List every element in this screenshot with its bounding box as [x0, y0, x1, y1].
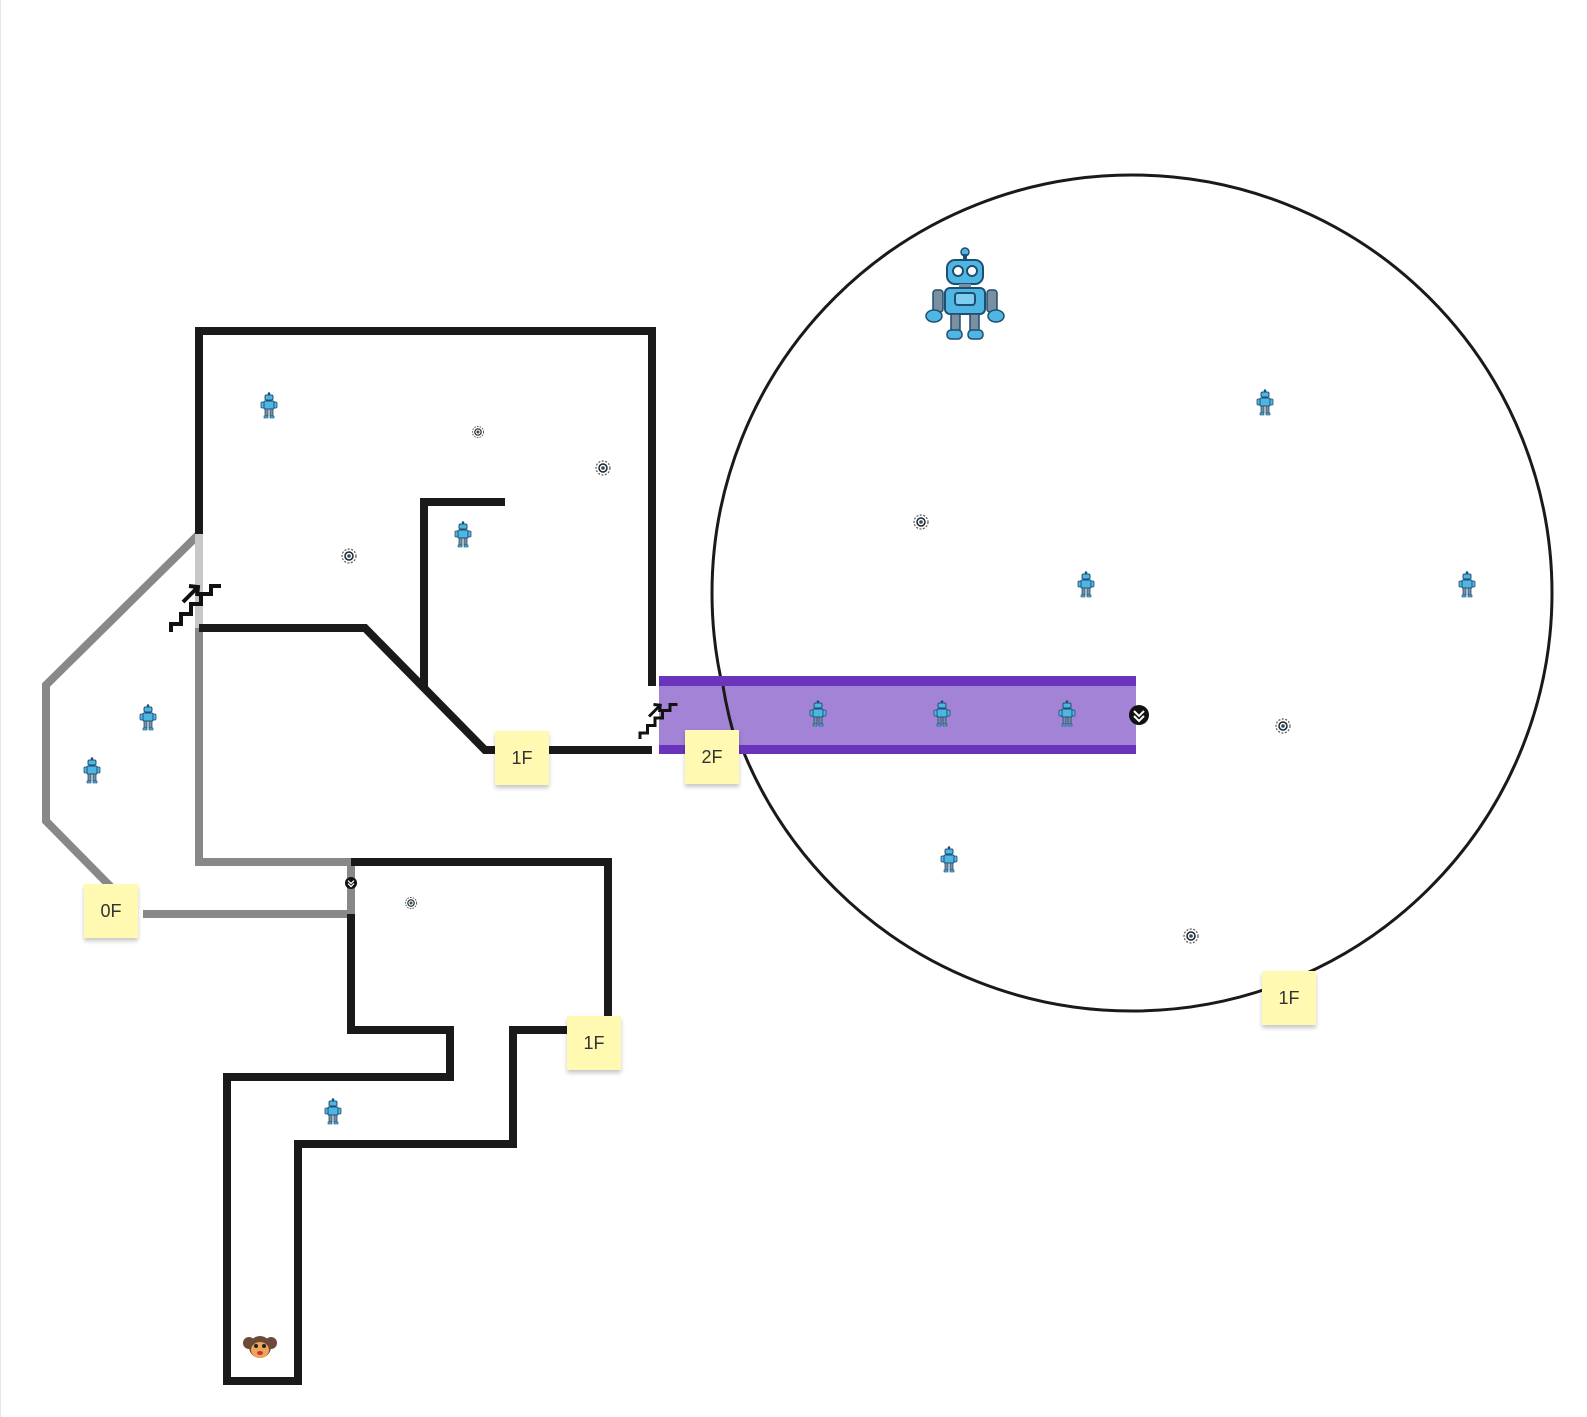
floor-sticky-note[interactable]: 1F [495, 731, 549, 785]
floor-sticky-note[interactable]: 2F [685, 730, 739, 784]
door-chevron-down-icon[interactable] [344, 876, 358, 890]
robot-icon[interactable] [1077, 570, 1095, 598]
robot-icon[interactable] [925, 247, 1005, 340]
robot-icon[interactable] [1458, 570, 1476, 598]
robot-icon[interactable] [324, 1097, 342, 1125]
monkey-face-icon[interactable] [243, 1336, 277, 1358]
floor-sticky-note[interactable]: 0F [84, 884, 138, 938]
camera-icon[interactable] [595, 460, 611, 476]
robot-icon[interactable] [139, 703, 157, 731]
camera-icon[interactable] [913, 514, 929, 530]
robot-icon[interactable] [83, 756, 101, 784]
camera-icon[interactable] [1275, 718, 1291, 734]
camera-icon[interactable] [341, 548, 357, 564]
robot-icon[interactable] [1256, 388, 1274, 416]
robot-icon[interactable] [940, 845, 958, 873]
door-chevron-down-icon[interactable] [1128, 704, 1150, 726]
upper-floor-walls [195, 327, 656, 1385]
robot-icon[interactable] [260, 391, 278, 419]
camera-icon[interactable] [1183, 928, 1199, 944]
robot-icon[interactable] [454, 520, 472, 548]
floor-sticky-note[interactable]: 1F [1262, 971, 1316, 1025]
camera-icon[interactable] [404, 896, 418, 910]
round-hall-wall [710, 173, 1554, 1013]
floor-sticky-note[interactable]: 1F [567, 1016, 621, 1070]
camera-icon[interactable] [471, 425, 485, 439]
